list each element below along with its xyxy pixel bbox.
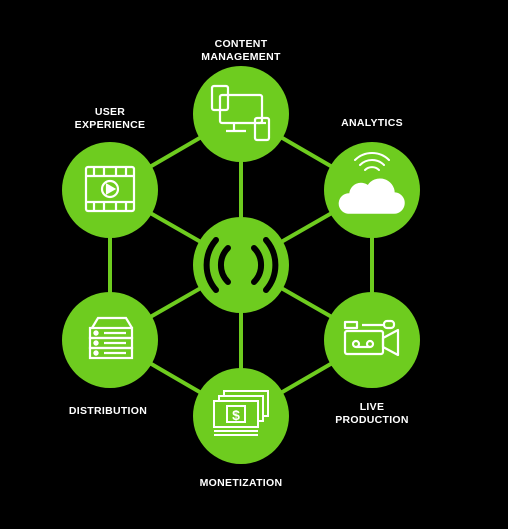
node-label-distribution: DISTRIBUTION bbox=[58, 405, 158, 418]
wireless-cloud-icon bbox=[338, 151, 405, 214]
label-line: ANALYTICS bbox=[341, 117, 403, 129]
video-player-icon bbox=[84, 165, 136, 213]
server-stack-icon bbox=[88, 316, 134, 360]
svg-text:$: $ bbox=[232, 407, 240, 423]
cash-stack-icon: $ bbox=[213, 390, 269, 436]
node-live-production bbox=[324, 292, 420, 388]
label-line: DISTRIBUTION bbox=[68, 405, 148, 417]
label-line: MONETIZATION bbox=[199, 477, 283, 489]
node-label-live-production: LIVE PRODUCTION bbox=[322, 401, 422, 427]
label-line: PRODUCTION bbox=[335, 414, 409, 426]
video-camera-icon bbox=[343, 319, 400, 357]
node-label-monetization: MONETIZATION bbox=[191, 477, 291, 490]
label-line: LIVE bbox=[359, 401, 385, 413]
label-line: USER bbox=[94, 106, 126, 118]
devices-icon bbox=[210, 84, 271, 142]
node-label-user-experience: USER EXPERIENCE bbox=[62, 106, 158, 132]
node-content-management bbox=[193, 66, 289, 162]
node-monetization: $ bbox=[193, 368, 289, 464]
label-line: CONTENT bbox=[214, 38, 268, 50]
label-line: EXPERIENCE bbox=[74, 119, 146, 131]
node-label-content-management: CONTENT MANAGEMENT bbox=[191, 38, 291, 64]
node-distribution bbox=[62, 292, 158, 388]
label-line: MANAGEMENT bbox=[201, 51, 281, 63]
node-label-analytics: ANALYTICS bbox=[322, 117, 422, 130]
node-analytics bbox=[324, 142, 420, 238]
broadcast-signal-icon bbox=[203, 237, 279, 293]
node-user-experience bbox=[62, 142, 158, 238]
center-hub-node bbox=[193, 217, 289, 313]
